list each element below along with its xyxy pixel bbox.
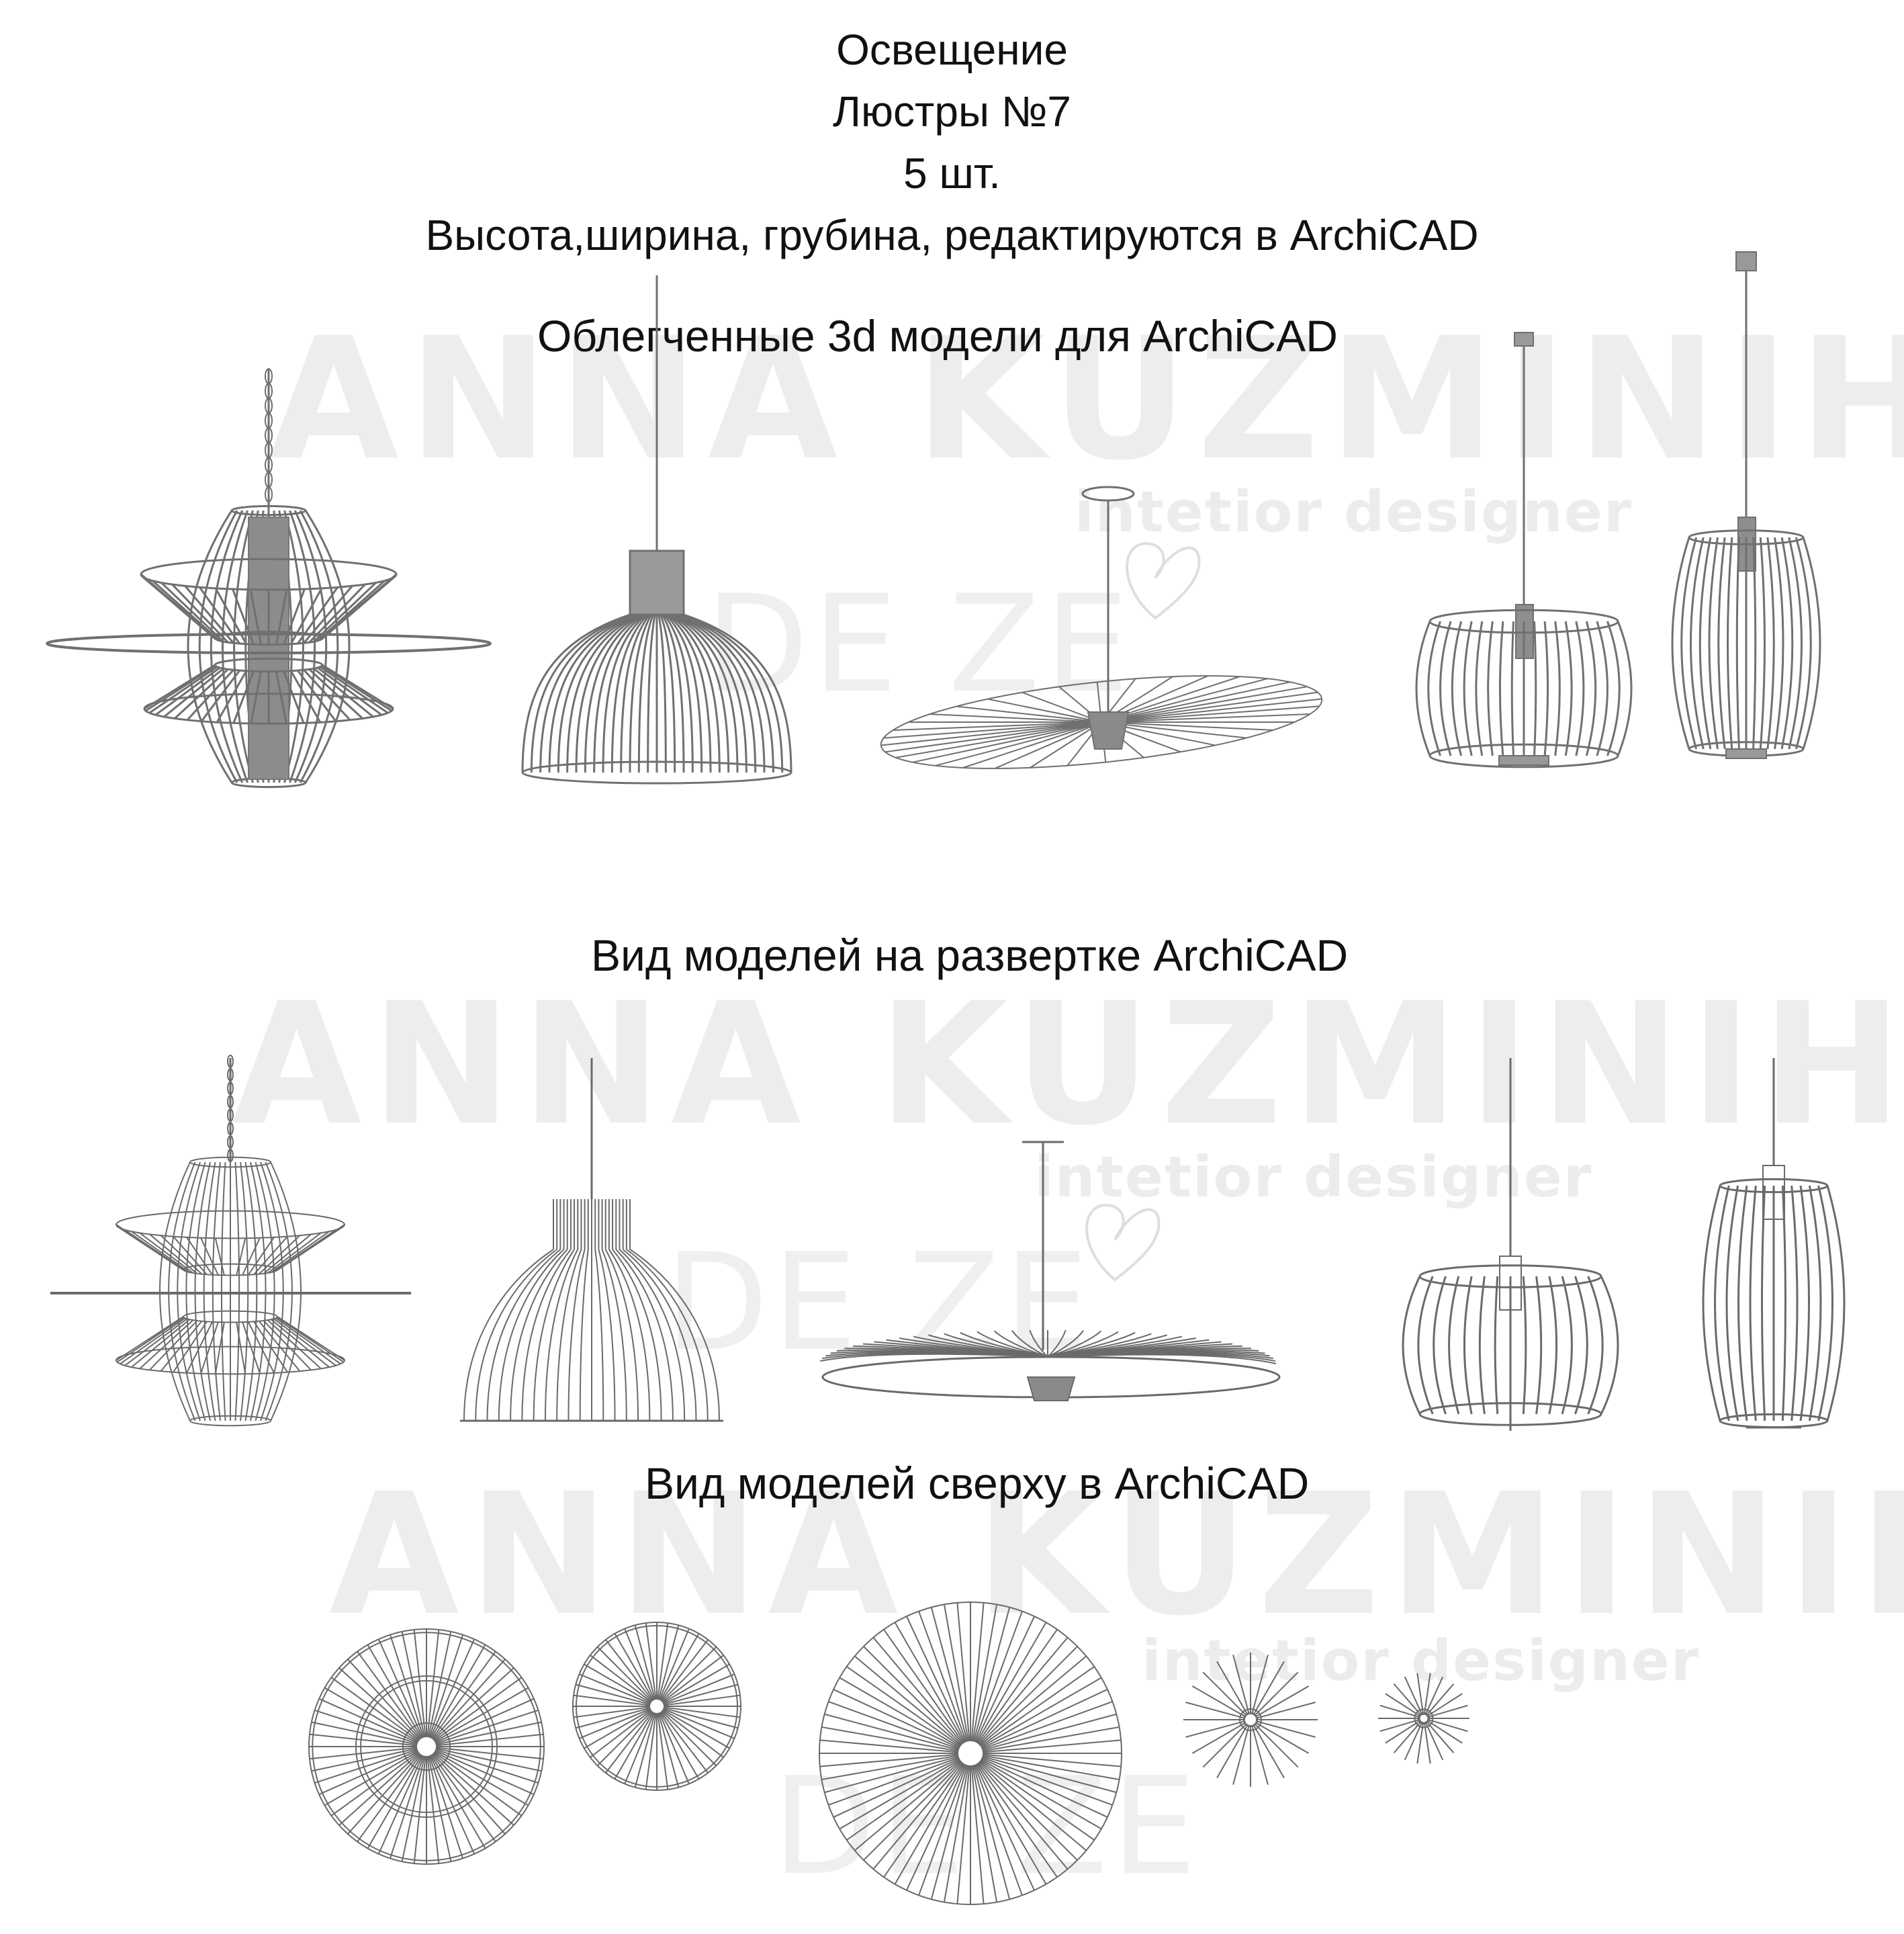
lamp-top-tiered <box>308 1628 545 1865</box>
lamp-elevation-hat <box>819 1141 1281 1401</box>
chandeliers-top-row <box>308 1601 1469 1905</box>
heart-icon <box>1085 1204 1161 1282</box>
watermark-name-2: ANNA KUZMINIH <box>232 967 1904 1162</box>
watermark-role-1: intetior designer <box>1075 479 1633 545</box>
chandeliers-3d-row <box>46 251 1821 789</box>
header-quantity: 5 шт. <box>903 149 1001 197</box>
lamp-top-dome <box>572 1622 741 1791</box>
watermark-brand-2: DE ZE <box>665 1225 1093 1381</box>
lamp-elevation-tall-lantern <box>1702 1058 1846 1429</box>
lamp-3d-tiered <box>46 368 492 789</box>
lamp-3d-dome <box>521 275 792 785</box>
header-subtitle: Люстры №7 <box>833 87 1071 136</box>
lamp-3d-wide-lantern <box>1415 332 1633 768</box>
header-title: Освещение <box>836 26 1068 74</box>
lamp-elevation-dome <box>460 1058 723 1422</box>
section-title-elevation: Вид моделей на развертке ArchiCAD <box>591 930 1349 980</box>
lamp-elevation-tiered <box>50 1055 411 1427</box>
watermark-role-2: intetior designer <box>1034 1144 1593 1210</box>
header-note: Высота,ширина, грубина, редактируются в … <box>425 211 1479 259</box>
lamp-3d-tall-lantern <box>1671 251 1821 759</box>
lamp-top-hat <box>819 1601 1122 1905</box>
section-title-3d: Облегченные 3d модели для ArchiCAD <box>537 311 1338 361</box>
lamp-top-wide-lantern <box>1183 1653 1318 1787</box>
chandeliers-elevation-row <box>50 1055 1846 1431</box>
lamp-3d-hat <box>880 486 1323 769</box>
lamp-top-tall-lantern <box>1378 1673 1469 1764</box>
watermark-name-3: ANNA KUZMINIH <box>329 1457 1904 1653</box>
section-title-top: Вид моделей сверху в ArchiCAD <box>645 1458 1310 1508</box>
watermark-name-1: ANNA KUZMINIH <box>269 302 1904 497</box>
heart-icon <box>1126 542 1201 620</box>
lamp-elevation-wide-lantern <box>1402 1058 1619 1431</box>
document-header: Освещение Люстры №7 5 шт. Высота,ширина,… <box>0 19 1904 266</box>
